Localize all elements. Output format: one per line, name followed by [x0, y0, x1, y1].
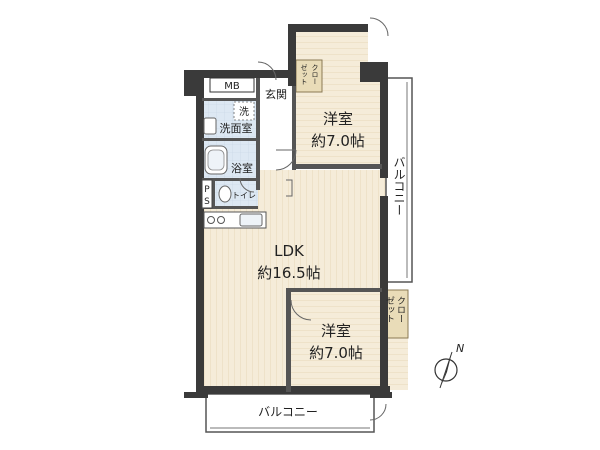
- kitchen-sink: [239, 213, 263, 227]
- bedroom-top-name: 洋室: [323, 110, 353, 128]
- bedroom-top-size: 約7.0帖: [311, 132, 365, 150]
- meter-box-label: MB: [224, 81, 240, 92]
- closet-top-floor: [295, 59, 323, 93]
- balcony-south-wall-right: [370, 392, 392, 398]
- washer-spot: [233, 101, 255, 121]
- pipe-space: [201, 179, 213, 209]
- closet-top-label-1: クロー: [311, 64, 319, 85]
- pipe-space-label-s: S: [204, 197, 210, 207]
- outer-walls: [184, 24, 390, 396]
- compass: N: [434, 342, 464, 389]
- bedroom-bottom-name: 洋室: [321, 322, 351, 340]
- stove-burner-left: [207, 216, 215, 224]
- interior-walls: [202, 78, 382, 392]
- bedroom-top-floor: [294, 30, 368, 166]
- closet-top-label-2: ゼット: [300, 63, 308, 85]
- balcony-south-label: バルコニー: [258, 405, 318, 419]
- closet-right-label-1: クロー: [395, 296, 405, 323]
- washer-label: 洗: [239, 106, 249, 118]
- compass-letter: N: [456, 342, 464, 355]
- bathtub-inner: [207, 149, 225, 171]
- entrance-label: 玄関: [265, 87, 287, 101]
- toilet-bowl: [218, 185, 232, 203]
- toilet-label: トイレ: [232, 191, 256, 200]
- closet-right-label-2: ゼット: [384, 296, 395, 323]
- stove-burner-right: [217, 216, 225, 224]
- washbasin: [203, 117, 217, 135]
- ldk-size: 約16.5帖: [257, 264, 320, 282]
- entrance-floor: [258, 80, 294, 170]
- bedroom-bottom-size: 約7.0帖: [309, 344, 363, 362]
- pipe-space-label-p: P: [204, 185, 210, 195]
- compass-needle-line: [439, 351, 453, 389]
- balcony-east: [385, 77, 413, 283]
- bedroom-top-floor-right: [356, 70, 382, 166]
- ldk-name: LDK: [274, 242, 305, 260]
- meter-box: [209, 77, 255, 93]
- doors: [239, 17, 389, 421]
- bathroom-label: 浴室: [231, 161, 253, 175]
- compass-ring: [434, 358, 458, 382]
- balcony-east-label: バルコニー: [392, 156, 406, 216]
- washroom-label: 洗面室: [220, 121, 253, 135]
